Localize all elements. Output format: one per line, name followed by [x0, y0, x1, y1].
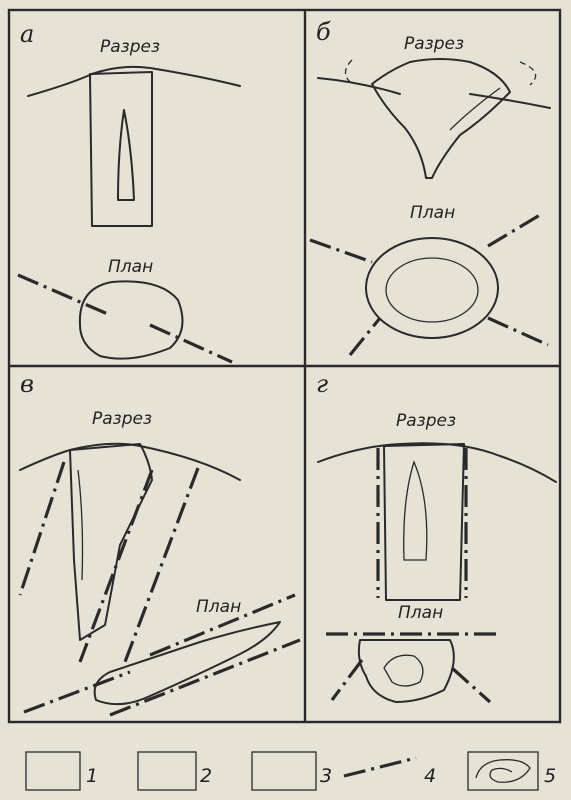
- flow-lines-glyph: [476, 760, 530, 783]
- section-label: Разрез: [404, 34, 464, 54]
- pipe-plan-core: [384, 655, 423, 686]
- fault-line: [310, 240, 372, 262]
- legend-number: 4: [424, 765, 436, 787]
- plan-label: План: [108, 257, 153, 277]
- pipe-core: [118, 110, 134, 200]
- pipe-core: [404, 462, 427, 560]
- panel-b: б Разрез План: [310, 18, 550, 355]
- panel-a: а Разрез План: [18, 20, 240, 362]
- pipe-plan: [95, 622, 280, 704]
- fault-line: [150, 325, 232, 362]
- section-label: Разрез: [396, 411, 456, 431]
- panel-letter: г: [316, 370, 328, 398]
- surface-line: [318, 443, 556, 482]
- panel-grid: [9, 10, 560, 722]
- fault-line: [452, 668, 490, 702]
- plan-label: План: [410, 203, 455, 223]
- plan-label: План: [196, 597, 241, 617]
- fault-line: [488, 318, 548, 345]
- fault-line: [18, 275, 110, 315]
- pipe-plan: [359, 640, 454, 702]
- dashes-icon: [26, 752, 80, 790]
- fault-line: [125, 468, 198, 662]
- funnel-section: [372, 59, 510, 178]
- plan-label: План: [398, 603, 443, 623]
- surface-line: [28, 67, 240, 96]
- legend-number: 3: [320, 765, 332, 787]
- fault-line: [110, 640, 300, 715]
- legend-item-1: 1: [26, 752, 98, 790]
- section-label: Разрез: [100, 37, 160, 57]
- surface-line: [20, 444, 240, 480]
- crosses-triangles-icon: [252, 752, 316, 790]
- panel-letter: а: [20, 20, 34, 48]
- legend-number: 1: [86, 765, 98, 787]
- legend-item-5: 5: [468, 752, 556, 790]
- legend-number: 5: [544, 765, 556, 787]
- legend-item-3: 3: [252, 752, 332, 790]
- legend-item-4: 4: [344, 758, 436, 787]
- pipe-section: [90, 72, 152, 226]
- panel-letter: б: [316, 18, 331, 46]
- fault-line: [24, 672, 130, 712]
- panel-v: в Разрез План: [20, 370, 300, 715]
- section-label: Разрез: [92, 409, 152, 429]
- pipe-plan: [80, 281, 183, 358]
- crosses-icon: [138, 752, 196, 790]
- contact-line: [78, 470, 83, 580]
- pipe-section: [384, 444, 464, 600]
- legend-item-2: 2: [138, 752, 212, 790]
- pipe-plan-inner: [386, 258, 478, 322]
- fault-line-icon: [344, 758, 416, 776]
- fault-line: [20, 462, 64, 595]
- legend-number: 2: [200, 765, 212, 787]
- fault-line: [350, 318, 380, 355]
- fault-line: [332, 660, 362, 700]
- panel-g: г Разрез План: [316, 370, 556, 702]
- panel-letter: в: [20, 370, 34, 398]
- legend: 1 2 3 4 5: [26, 752, 556, 790]
- surface-line: [318, 78, 550, 108]
- fault-line: [488, 215, 540, 246]
